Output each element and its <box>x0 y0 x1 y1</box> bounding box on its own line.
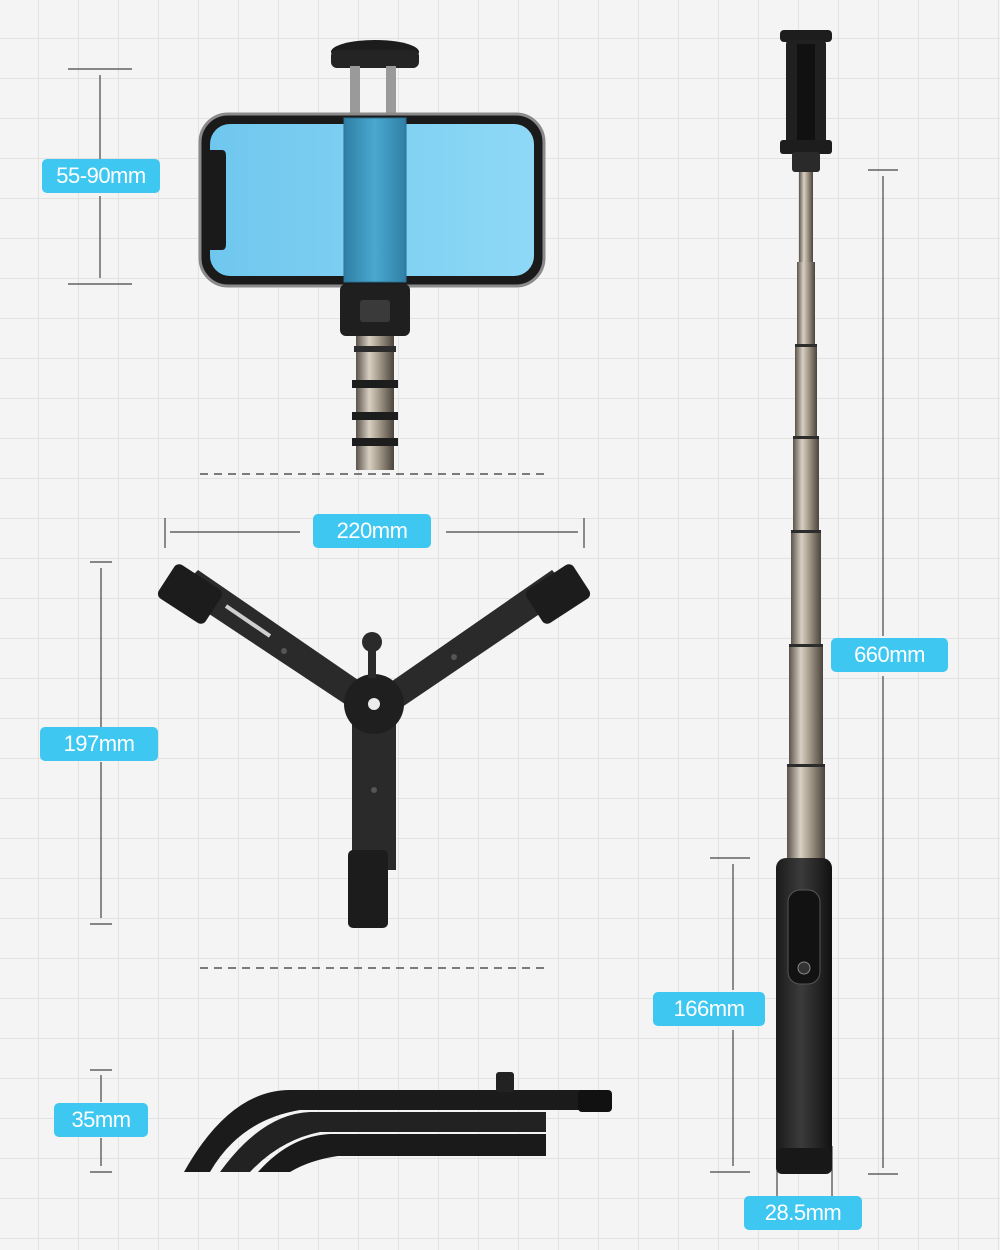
tripod-top-view <box>157 564 591 928</box>
phone-holder <box>198 40 546 470</box>
tripod-side-view <box>184 1072 612 1172</box>
tripod-leg-label: 197mm <box>40 727 158 761</box>
handle-diameter-label: 28.5mm <box>744 1196 862 1230</box>
selfie-stick <box>776 30 832 1174</box>
clamp-range-label: 55-90mm <box>42 159 160 193</box>
handle-length-label: 166mm <box>653 992 765 1026</box>
tripod-span-label: 220mm <box>313 514 431 548</box>
dimension-lines <box>68 68 898 1200</box>
folded-height-label: 35mm <box>54 1103 148 1137</box>
pole-length-label: 660mm <box>831 638 948 672</box>
dashed-guides <box>200 473 548 969</box>
